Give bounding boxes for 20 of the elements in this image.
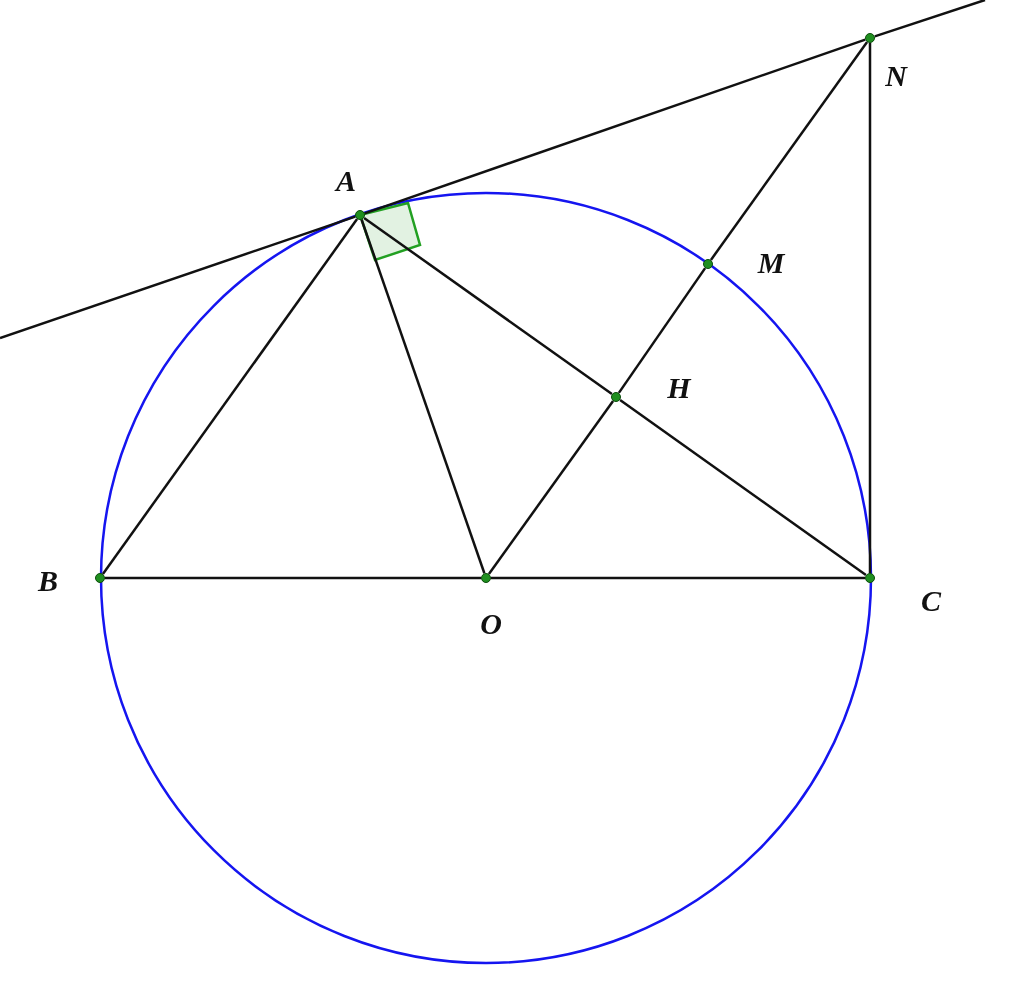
point-label: N — [885, 61, 907, 91]
line-segment — [364, 38, 866, 215]
line-segment — [868, 43, 872, 573]
line-segment — [487, 400, 615, 575]
line-segment — [491, 576, 865, 580]
line-segment — [874, 0, 986, 38]
point-label: M — [757, 248, 785, 278]
point-label: A — [336, 166, 356, 196]
line-segment — [619, 398, 867, 577]
line-segment — [363, 216, 613, 396]
line-segment — [105, 576, 481, 580]
line-segment — [709, 41, 869, 261]
line-segment — [617, 267, 707, 394]
point-label: C — [921, 586, 941, 616]
point-label: O — [480, 609, 502, 639]
line-segment — [101, 218, 359, 575]
point-label: B — [38, 566, 58, 596]
line-segment — [360, 219, 486, 574]
point-label: H — [667, 373, 691, 403]
line-segment — [0, 215, 356, 340]
